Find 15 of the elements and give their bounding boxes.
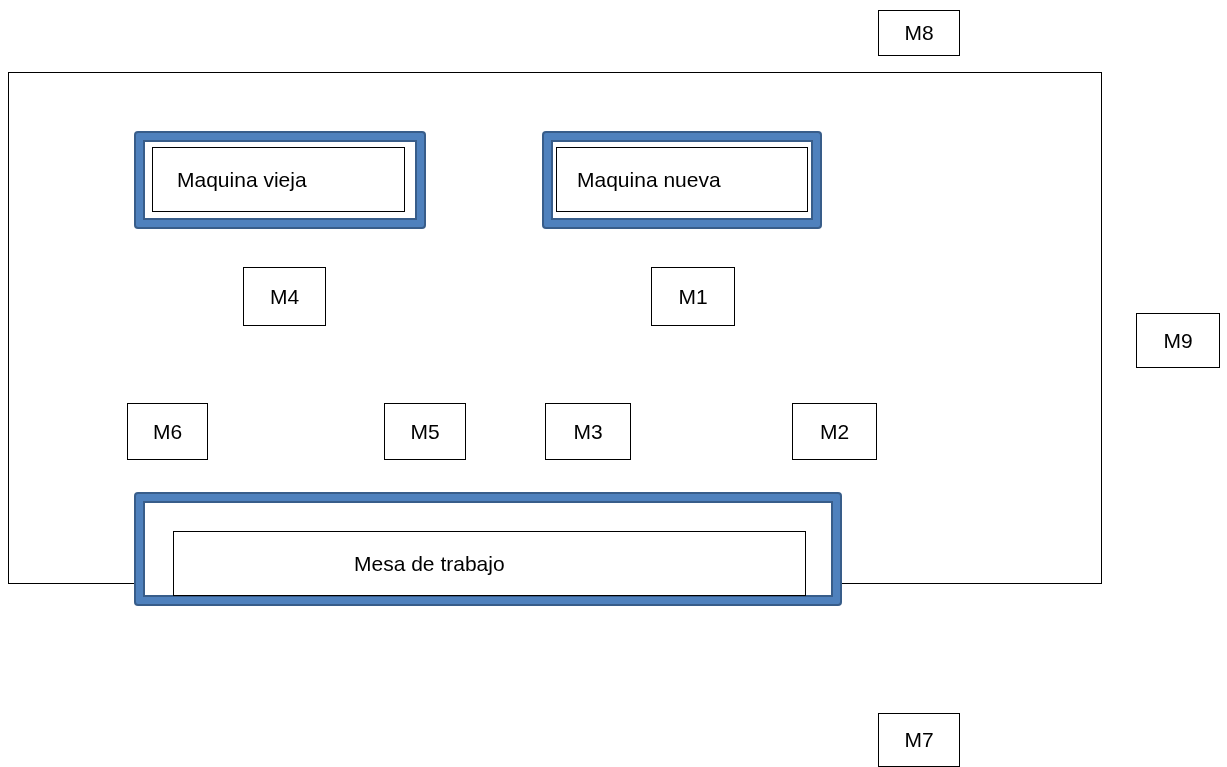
machine-label: Mesa de trabajo <box>173 531 806 596</box>
position-box: M7 <box>878 713 960 767</box>
position-box: M6 <box>127 403 208 460</box>
machine-frame <box>136 494 840 604</box>
position-box: M1 <box>651 267 735 326</box>
position-box: M2 <box>792 403 877 460</box>
position-box: M8 <box>878 10 960 56</box>
machine-label: Maquina vieja <box>152 147 405 212</box>
machine-label: Maquina nueva <box>556 147 808 212</box>
machine-frame <box>136 133 424 227</box>
position-box: M3 <box>545 403 631 460</box>
position-box: M5 <box>384 403 466 460</box>
machine-frame <box>544 133 820 227</box>
position-box: M4 <box>243 267 326 326</box>
position-box: M9 <box>1136 313 1220 368</box>
